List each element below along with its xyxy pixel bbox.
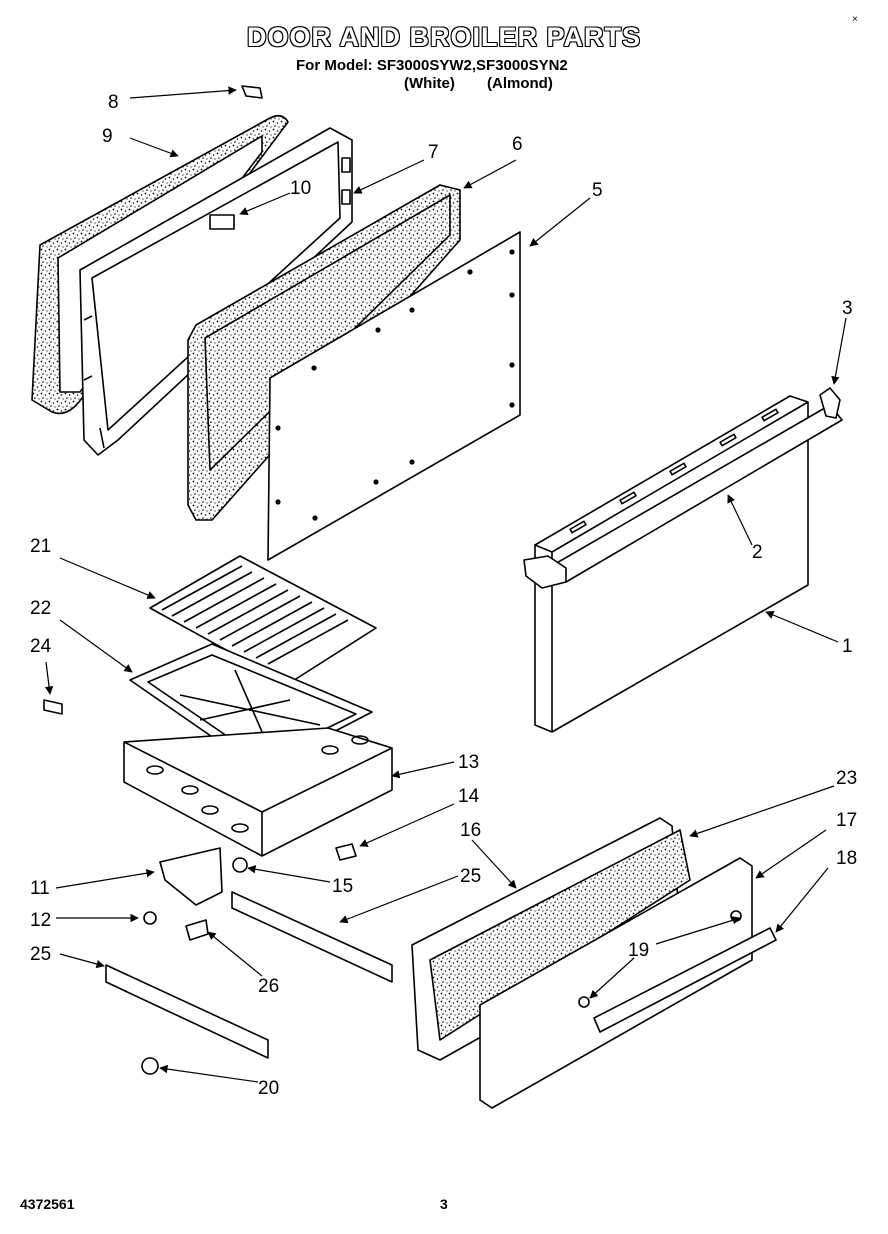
screw-part-8	[241, 85, 263, 99]
callout-17: 17	[836, 810, 857, 831]
callout-16: 16	[460, 820, 481, 841]
variant-white: (White)	[404, 75, 455, 92]
door-handle-part	[523, 404, 843, 589]
broiler-door-insulation-part	[429, 829, 691, 1041]
screw-part-24	[43, 699, 63, 715]
callout-7: 7	[428, 142, 439, 163]
hinge-bracket-part	[819, 387, 841, 419]
callout-22: 22	[30, 598, 51, 619]
callout-10: 10	[290, 178, 311, 199]
roller-part	[141, 1057, 159, 1075]
variant-almond: (Almond)	[487, 75, 553, 92]
screw-part-26	[185, 919, 209, 941]
document-code: 4372561	[20, 1196, 75, 1212]
callout-5: 5	[592, 180, 603, 201]
callout-13: 13	[458, 752, 479, 773]
callout-3: 3	[842, 298, 853, 319]
plug-part	[143, 911, 157, 925]
color-variants: (White) (Almond)	[404, 75, 581, 92]
nut-part-2	[578, 996, 590, 1008]
broiler-door-outer-part	[479, 857, 753, 1109]
broiler-door-handle-part	[593, 927, 777, 1033]
callout-19: 19	[628, 940, 649, 961]
rail-part-upper	[231, 891, 393, 983]
callout-11: 11	[30, 878, 50, 899]
callout-26: 26	[258, 976, 279, 997]
callout-12: 12	[30, 910, 51, 931]
broiler-drawer-part	[123, 727, 393, 857]
callout-numbers: 8 9 7 10 6 5 3 2 1 21 22 24 13 14 11 12 …	[30, 92, 857, 1099]
model-line: For Model: SF3000SYW2,SF3000SYN2	[296, 57, 568, 74]
hole-part	[232, 857, 248, 873]
callout-21: 21	[30, 536, 51, 557]
callout-18: 18	[836, 848, 857, 869]
page-number: 3	[440, 1196, 448, 1212]
screw-part-14	[335, 843, 357, 861]
leader-lines	[44, 86, 847, 1083]
callout-20: 20	[258, 1078, 279, 1099]
callout-23: 23	[836, 768, 857, 789]
callout-9: 9	[102, 126, 113, 147]
callout-25-upper: 25	[460, 866, 481, 887]
callout-15: 15	[332, 876, 353, 897]
callout-8: 8	[108, 92, 119, 113]
inner-liner-panel-part	[267, 231, 521, 561]
bracket-part	[159, 847, 223, 906]
callout-6: 6	[512, 134, 523, 155]
callout-14: 14	[458, 786, 480, 807]
callout-1: 1	[842, 636, 853, 657]
corner-mark: ×	[852, 14, 858, 25]
page-title: DOOR AND BROILER PARTS	[246, 22, 641, 52]
callout-25-lower: 25	[30, 944, 51, 965]
callout-24: 24	[30, 636, 52, 657]
rail-part-lower	[105, 964, 269, 1059]
callout-2: 2	[752, 542, 763, 563]
